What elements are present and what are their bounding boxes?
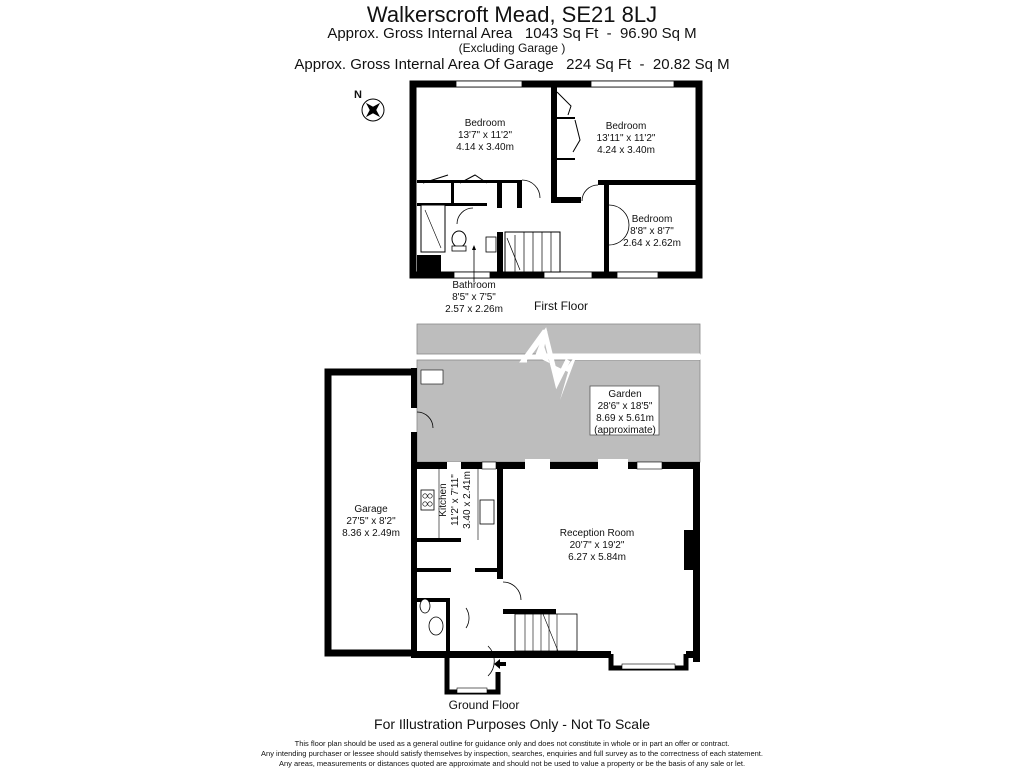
disclaimer-line-2: Any intending purchaser or lessee should…	[261, 749, 763, 758]
disclaimer-line-3: Any areas, measurements or distances quo…	[278, 759, 746, 768]
room-label-kitchen: Kitchen 11'2' x 7'11" 3.40 x 2.41m	[438, 471, 473, 529]
svg-text:Bedroom: Bedroom	[632, 214, 673, 225]
compass-north-label: N	[354, 89, 362, 101]
svg-text:20'7" x 19'2": 20'7" x 19'2"	[570, 540, 625, 551]
first-floor-plan: Bedroom 13'7" x 11'2" 4.14 x 3.40m Bedro…	[409, 80, 703, 315]
svg-text:Bathroom: Bathroom	[452, 280, 495, 291]
svg-text:28'6" x 18'5": 28'6" x 18'5"	[598, 401, 653, 412]
excluding-garage-note: (Excluding Garage )	[458, 41, 566, 55]
room-label-bedroom-1: Bedroom 13'7" x 11'2" 4.14 x 3.40m	[456, 118, 514, 153]
disclaimer-line-1: This floor plan should be used as a gene…	[294, 739, 730, 748]
svg-text:2.64 x 2.62m: 2.64 x 2.62m	[623, 238, 681, 249]
room-label-garden: Garden 28'6" x 18'5" 8.69 x 5.61m (appro…	[594, 389, 656, 436]
svg-text:11'2' x 7'11": 11'2' x 7'11"	[450, 474, 461, 526]
garage-area: Approx. Gross Internal Area Of Garage 22…	[294, 56, 730, 73]
svg-text:Reception Room: Reception Room	[560, 528, 634, 539]
svg-text:Kitchen: Kitchen	[438, 483, 449, 516]
svg-text:8.36 x 2.49m: 8.36 x 2.49m	[342, 528, 400, 539]
room-label-garage: Garage 27'5" x 8'2" 8.36 x 2.49m	[342, 504, 400, 539]
entrance-arrow-icon	[494, 659, 506, 669]
svg-text:4.14 x 3.40m: 4.14 x 3.40m	[456, 142, 514, 153]
svg-text:13'11" x 11'2": 13'11" x 11'2"	[597, 133, 656, 144]
svg-text:3.40 x 2.41m: 3.40 x 2.41m	[462, 471, 473, 529]
svg-text:Garage: Garage	[354, 504, 388, 515]
svg-text:Bedroom: Bedroom	[465, 118, 506, 129]
room-label-bedroom-3: Bedroom 8'8" x 8'7" 2.64 x 2.62m	[623, 214, 681, 249]
room-label-bedroom-2: Bedroom 13'11" x 11'2" 4.24 x 3.40m	[597, 121, 656, 156]
svg-text:6.27 x 5.84m: 6.27 x 5.84m	[568, 552, 626, 563]
room-label-reception-room: Reception Room 20'7" x 19'2" 6.27 x 5.84…	[560, 528, 634, 563]
svg-text:2.57 x 2.26m: 2.57 x 2.26m	[445, 304, 503, 315]
svg-text:8.69 x 5.61m: 8.69 x 5.61m	[596, 413, 654, 424]
ground-floor-label: Ground Floor	[449, 698, 520, 712]
svg-text:4.24 x 3.40m: 4.24 x 3.40m	[597, 145, 655, 156]
illustration-notice: For Illustration Purposes Only - Not To …	[374, 716, 650, 732]
compass-icon: N	[354, 89, 385, 122]
svg-text:8'5" x 7'5": 8'5" x 7'5"	[452, 292, 496, 303]
first-floor-label: First Floor	[534, 299, 588, 313]
svg-text:(approximate): (approximate)	[594, 425, 656, 436]
gross-internal-area: Approx. Gross Internal Area 1043 Sq Ft -…	[327, 25, 697, 42]
room-label-bathroom: Bathroom 8'5" x 7'5" 2.57 x 2.26m	[445, 280, 503, 315]
svg-text:13'7" x 11'2": 13'7" x 11'2"	[458, 130, 513, 141]
svg-text:8'8" x 8'7": 8'8" x 8'7"	[630, 226, 674, 237]
svg-text:Bedroom: Bedroom	[606, 121, 647, 132]
property-title: Walkerscroft Mead, SE21 8LJ	[366, 2, 658, 27]
svg-text:Garden: Garden	[608, 389, 641, 400]
ground-floor-plan: Garden 28'6" x 18'5" 8.69 x 5.61m (appro…	[324, 323, 701, 712]
svg-text:27'5" x 8'2": 27'5" x 8'2"	[346, 516, 396, 527]
